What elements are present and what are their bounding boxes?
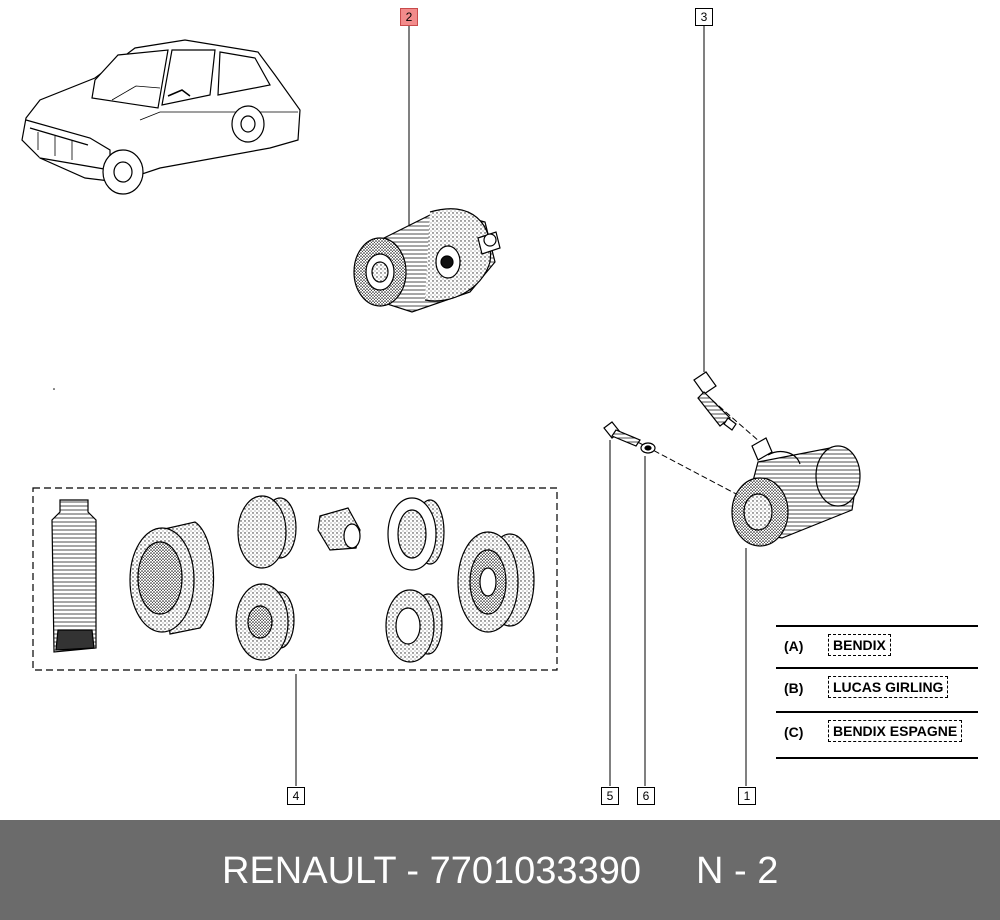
boot-icon bbox=[387, 497, 445, 571]
footer-bar: RENAULT - 7701033390 N - 2 bbox=[0, 820, 1000, 920]
bolt-icon bbox=[603, 421, 641, 447]
callout-3: 3 bbox=[695, 8, 713, 26]
washer-icon bbox=[640, 442, 656, 454]
seal-ring-icon bbox=[235, 583, 295, 661]
dust-cap-icon bbox=[317, 507, 361, 551]
leader-lines bbox=[295, 26, 761, 786]
large-seal-cup-icon bbox=[129, 521, 215, 635]
callout-5: 5 bbox=[601, 787, 619, 805]
parts-diagram bbox=[21, 26, 861, 786]
boot-ring-icon bbox=[385, 589, 443, 663]
legend-row-a: (A) BENDIX bbox=[776, 625, 978, 669]
legend-row-c: (C) BENDIX ESPAGNE bbox=[776, 711, 978, 755]
legend-divider bbox=[776, 757, 978, 759]
callout-4: 4 bbox=[287, 787, 305, 805]
legend-key: (B) bbox=[784, 680, 804, 696]
legend-key: (A) bbox=[784, 638, 804, 654]
bleed-screw-icon bbox=[693, 371, 737, 431]
piston-icon bbox=[457, 531, 535, 633]
callout-6: 6 bbox=[637, 787, 655, 805]
car-icon bbox=[21, 39, 301, 195]
legend-brand: BENDIX ESPAGNE bbox=[828, 720, 963, 742]
legend-row-b: (B) LUCAS GIRLING bbox=[776, 667, 978, 711]
legend-brand: BENDIX bbox=[828, 634, 891, 656]
repair-kit-icon bbox=[51, 495, 535, 663]
callout-1: 1 bbox=[738, 787, 756, 805]
grease-tube-icon bbox=[51, 499, 97, 653]
footer-page-label: N - 2 bbox=[696, 850, 779, 892]
piston-seal-icon bbox=[237, 495, 297, 569]
wheel-cylinder-assembly-icon bbox=[731, 437, 861, 547]
legend-brand: LUCAS GIRLING bbox=[828, 676, 949, 698]
repair-kit-box bbox=[32, 487, 558, 671]
legend-key: (C) bbox=[784, 724, 804, 740]
wheel-cylinder-icon bbox=[353, 208, 501, 313]
footer-part-number: RENAULT - 7701033390 bbox=[222, 850, 641, 892]
callout-2: 2 bbox=[400, 8, 418, 26]
